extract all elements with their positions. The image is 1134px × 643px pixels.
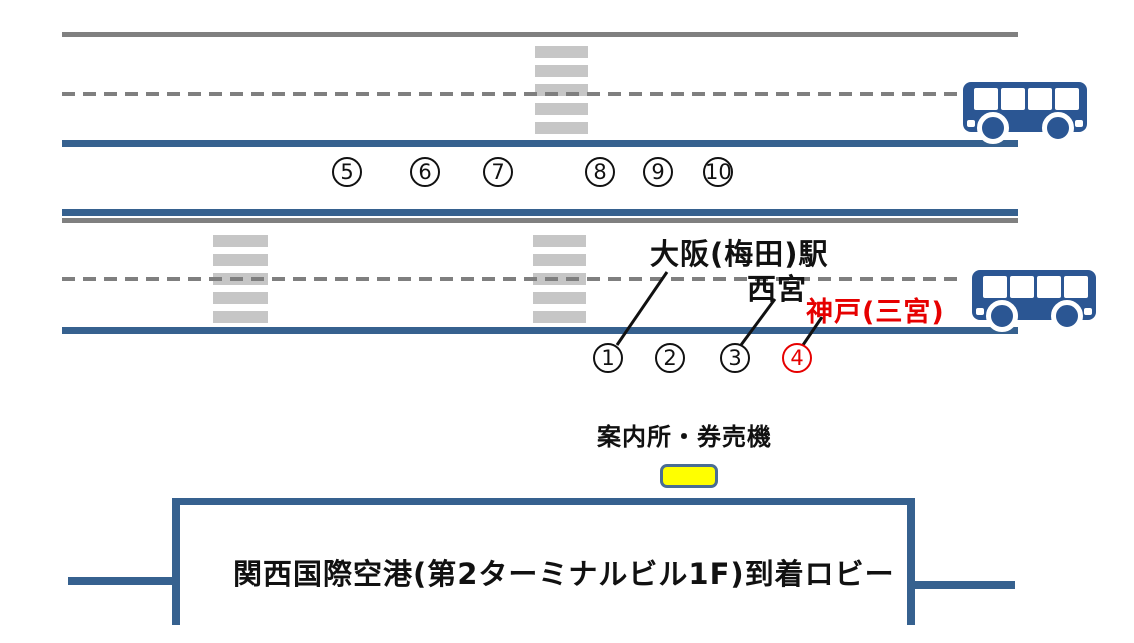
bus-wheel — [977, 112, 1009, 144]
bus-stop-4-highlighted: 4 — [782, 343, 812, 373]
bus-stop-8: 8 — [585, 157, 615, 187]
bus-stop-1: 1 — [593, 343, 623, 373]
bus-wheel — [1042, 112, 1074, 144]
bus-stop-2: 2 — [655, 343, 685, 373]
building-left-stub-wall — [68, 577, 172, 585]
median-blue-line — [62, 209, 1018, 216]
building-top-wall — [172, 498, 915, 505]
bus-wheel — [1051, 300, 1083, 332]
upper-road-bottom-edge — [62, 140, 1018, 147]
ticket-machine-icon — [660, 464, 718, 488]
label-info-ticket-machine: 案内所・券売機 — [597, 423, 772, 451]
crosswalk-icon-upper — [535, 46, 588, 134]
lower-road-center-dash — [62, 277, 960, 281]
label-kobe-sannomiya: 神戸(三宮) — [806, 297, 945, 328]
bus-stop-10: 10 — [703, 157, 733, 187]
label-osaka-umeda-station: 大阪(梅田)駅 — [650, 237, 829, 271]
bus-icon-lower — [972, 270, 1096, 332]
building-right-wall — [907, 498, 915, 625]
median-gray-line — [62, 218, 1018, 223]
leader-line-osaka — [615, 271, 669, 346]
upper-road-top-edge — [62, 32, 1018, 37]
building-right-stub-wall — [915, 581, 1015, 589]
lower-road-bottom-edge — [62, 327, 1018, 334]
label-arrival-lobby: 関西国際空港(第2ターミナルビル1F)到着ロビー — [233, 557, 895, 591]
bus-stop-3: 3 — [720, 343, 750, 373]
upper-road-center-dash — [62, 92, 958, 96]
bus-icon-upper — [963, 82, 1087, 144]
bus-wheel — [986, 300, 1018, 332]
bus-stop-7: 7 — [483, 157, 513, 187]
bus-stop-5: 5 — [332, 157, 362, 187]
bus-stop-9: 9 — [643, 157, 673, 187]
label-nishinomiya: 西宮 — [747, 272, 808, 306]
bus-stop-6: 6 — [410, 157, 440, 187]
building-left-wall — [172, 498, 180, 625]
